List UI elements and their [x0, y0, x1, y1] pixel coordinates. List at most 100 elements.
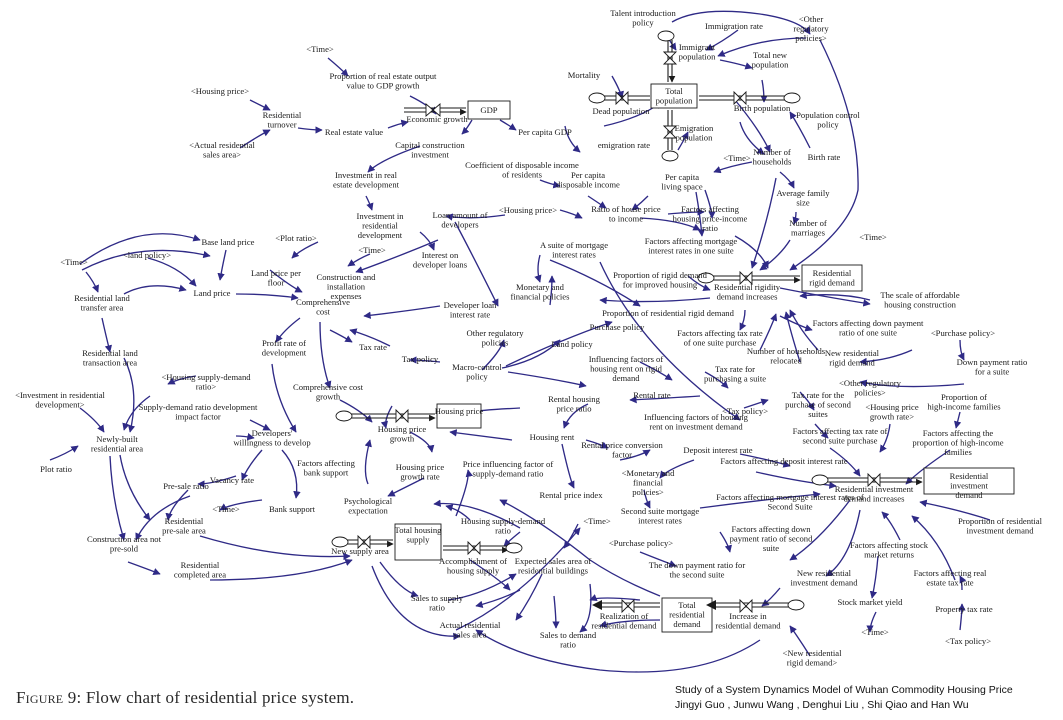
stock-housing-price-label: Housing price: [435, 406, 484, 416]
caption-figure-word: Figure: [16, 688, 64, 707]
cloud-rigid-source: [697, 272, 715, 284]
valve-price-growth: [395, 408, 409, 424]
variable-property-tax-rate: Property tax rate: [935, 604, 992, 614]
variable-plot-ratio-ref: <Plot ratio>: [275, 233, 317, 243]
variable-plot-ratio: Plot ratio: [40, 464, 72, 474]
variable-tax-policy-ref-2: <Tax policy>: [945, 636, 991, 646]
valve-accomplishment: [467, 540, 481, 556]
variable-tax-rate: Tax rate: [359, 342, 387, 352]
cloud-supply-sink: [505, 542, 523, 554]
cloud-birth-source: [783, 92, 801, 104]
valve-increase-demand: [739, 598, 753, 614]
variable-stock-market-yield: Stock market yield: [838, 597, 904, 607]
variable-rental-price-index: Rental price index: [540, 490, 604, 500]
variable-time-5: <Time>: [859, 232, 887, 242]
variable-economic-growth: Economic growth: [406, 114, 468, 124]
variable-birth-population: Birth population: [734, 103, 791, 113]
variable-dead-population: Dead population: [592, 106, 650, 116]
variable-per-capita-gdp: Per capita GDP: [518, 127, 572, 137]
variable-factors-deposit-rate: Factors affecting deposit interest rate: [720, 456, 847, 466]
figure-caption: Figure 9: Flow chart of residential pric…: [16, 688, 354, 708]
variable-land-price: Land price: [194, 288, 231, 298]
variable-time-2: <Time>: [723, 153, 751, 163]
valve-emigration: [662, 125, 678, 139]
cloud-demand-source: [787, 599, 805, 611]
stock-housing-price: Housing price: [435, 403, 484, 429]
variable-factors-mortgage-second: Factors affecting mortgage interest rate…: [716, 492, 864, 512]
variable-land-policy-ref: <land policy>: [123, 250, 171, 260]
valve-dead: [615, 90, 629, 106]
variable-bank-support: Bank support: [269, 504, 316, 514]
variable-purchase-policy-ref-2: <Purchase policy>: [609, 538, 673, 548]
cloud-immigration-source: [657, 30, 675, 42]
variable-mortality: Mortality: [568, 70, 601, 80]
stock-gdp-label: GDP: [480, 105, 497, 115]
variable-housing-rent: Housing rent: [530, 432, 575, 442]
variable-time-6: <Time>: [212, 504, 240, 514]
source-credits: Study of a System Dynamics Model of Wuha…: [675, 683, 1013, 713]
caption-figure-number: 9:: [67, 688, 82, 707]
variable-real-estate-value: Real estate value: [325, 127, 383, 137]
variable-time-8: <Time>: [861, 627, 889, 637]
valve-economic-growth: [425, 103, 441, 117]
variable-developers-willingness: Developers'willingness to develop: [233, 428, 310, 448]
valve-rigid: [739, 270, 753, 286]
valve-new-supply: [357, 534, 371, 550]
